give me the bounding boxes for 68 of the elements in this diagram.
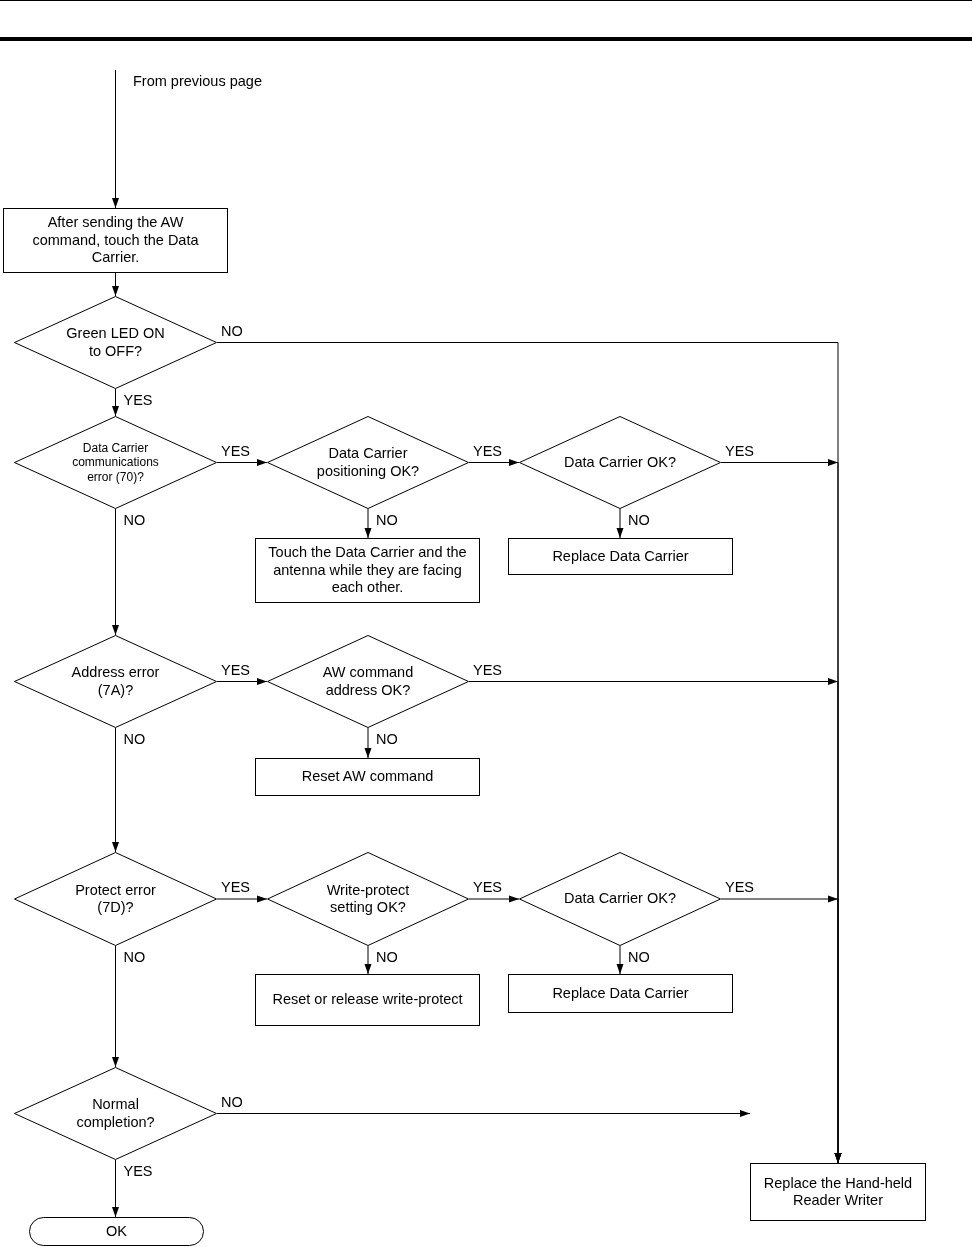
edge-label: NO bbox=[122, 512, 147, 528]
node-text: Protect error (7D)? bbox=[74, 881, 157, 917]
arrow bbox=[616, 945, 624, 975]
decision-diamond bbox=[14, 635, 217, 728]
node-text: AW command address OK? bbox=[321, 664, 415, 699]
edge-label: NO bbox=[122, 731, 147, 747]
edge-label: NO bbox=[627, 512, 651, 528]
node-text: Write-protect setting OK? bbox=[325, 881, 411, 917]
terminal-box bbox=[29, 1217, 204, 1246]
arrow bbox=[364, 727, 372, 759]
node-text: Replace Data Carrier bbox=[552, 984, 689, 1003]
decision-diamond bbox=[14, 416, 217, 509]
node-text: Data Carrier positioning OK? bbox=[315, 445, 421, 480]
edge-label: NO bbox=[375, 512, 399, 528]
node-text: Data Carrier communications error (70)? bbox=[71, 440, 160, 485]
decision-diamond bbox=[14, 296, 217, 389]
node-text: Green LED ON to OFF? bbox=[65, 325, 166, 360]
edge-label: YES bbox=[122, 392, 154, 408]
arrow bbox=[112, 69, 119, 209]
node-text: Reset AW command bbox=[301, 768, 434, 786]
node-text: Replace Data Carrier bbox=[552, 547, 689, 566]
arrow bbox=[112, 727, 119, 853]
node-text: Data Carrier OK? bbox=[564, 890, 676, 908]
decision-diamond bbox=[14, 852, 217, 946]
decision-diamond bbox=[14, 1067, 217, 1160]
arrow bbox=[216, 895, 268, 903]
edge-label: YES bbox=[220, 879, 251, 895]
edge-label: NO bbox=[122, 949, 147, 965]
arrow bbox=[112, 388, 119, 417]
edge-label: NO bbox=[375, 731, 399, 747]
arrow bbox=[468, 895, 520, 903]
note-text: From previous page bbox=[133, 73, 262, 89]
process-box bbox=[3, 208, 228, 273]
node-text: Normal completion? bbox=[75, 1096, 156, 1131]
node-text: Touch the Data Carrier and the antenna while they are facing each other. bbox=[267, 544, 468, 597]
decision-diamond bbox=[267, 852, 469, 946]
process-box bbox=[255, 974, 480, 1026]
decision-diamond bbox=[519, 852, 721, 946]
edge-label: NO bbox=[627, 949, 651, 965]
decision-diamond bbox=[267, 416, 469, 509]
arrow bbox=[616, 508, 624, 539]
node-text: Address error (7A)? bbox=[70, 664, 161, 699]
decision-diamond bbox=[267, 635, 469, 728]
process-box bbox=[750, 1163, 926, 1221]
node-text: Replace the Hand-held Reader Writer bbox=[762, 1174, 914, 1210]
node-text: Reset or release write-protect bbox=[272, 991, 463, 1009]
arrow bbox=[112, 945, 119, 1068]
edge-label: NO bbox=[375, 949, 399, 965]
arrow bbox=[216, 678, 268, 685]
arrow bbox=[216, 1110, 751, 1117]
node-text: Data Carrier OK? bbox=[564, 453, 676, 472]
node-text: OK bbox=[106, 1222, 127, 1241]
arrow bbox=[364, 508, 372, 539]
arrow bbox=[112, 1159, 119, 1218]
edge-label: YES bbox=[724, 879, 755, 895]
arrow bbox=[468, 459, 520, 466]
process-box bbox=[255, 758, 480, 796]
decision-diamond bbox=[519, 416, 721, 509]
process-box bbox=[508, 538, 733, 575]
arrow bbox=[216, 459, 268, 466]
process-box bbox=[255, 538, 480, 603]
arrow bbox=[112, 272, 119, 297]
node-text: After sending the AW command, touch the Data Carrier. bbox=[31, 214, 200, 267]
arrow bbox=[364, 945, 372, 975]
process-box bbox=[508, 974, 733, 1013]
edge-label: YES bbox=[472, 879, 503, 895]
edge-label: YES bbox=[122, 1163, 154, 1179]
arrow bbox=[112, 508, 119, 636]
